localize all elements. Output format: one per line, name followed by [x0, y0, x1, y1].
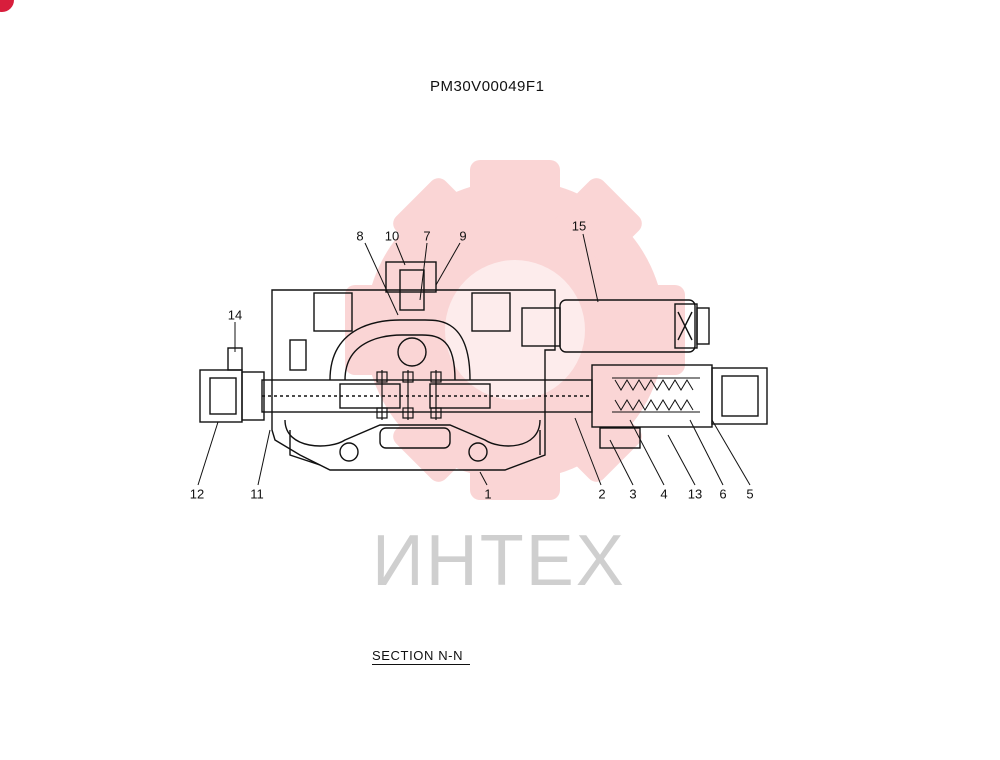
- leader-lines: [197, 233, 751, 486]
- callout-10: 10: [384, 228, 400, 244]
- callout-7: 7: [423, 228, 431, 244]
- watermark-text: ИНТЕХ: [372, 521, 626, 601]
- valve-body: [199, 261, 768, 471]
- callout-9: 9: [459, 228, 467, 244]
- drawing-code: PM30V00049F1: [430, 78, 545, 95]
- callout-1: 1: [484, 486, 492, 502]
- section-caption: SECTION N-N: [372, 648, 470, 665]
- callout-6: 6: [719, 486, 727, 502]
- callout-15: 15: [571, 218, 587, 234]
- watermark-gear-hole: [445, 260, 585, 400]
- callout-12: 12: [189, 486, 205, 502]
- callout-2: 2: [598, 486, 606, 502]
- callout-14: 14: [227, 307, 243, 323]
- callout-3: 3: [629, 486, 637, 502]
- callout-4: 4: [660, 486, 668, 502]
- callout-5: 5: [746, 486, 754, 502]
- callout-8: 8: [356, 228, 364, 244]
- callout-13: 13: [687, 486, 703, 502]
- callout-11: 11: [250, 486, 264, 502]
